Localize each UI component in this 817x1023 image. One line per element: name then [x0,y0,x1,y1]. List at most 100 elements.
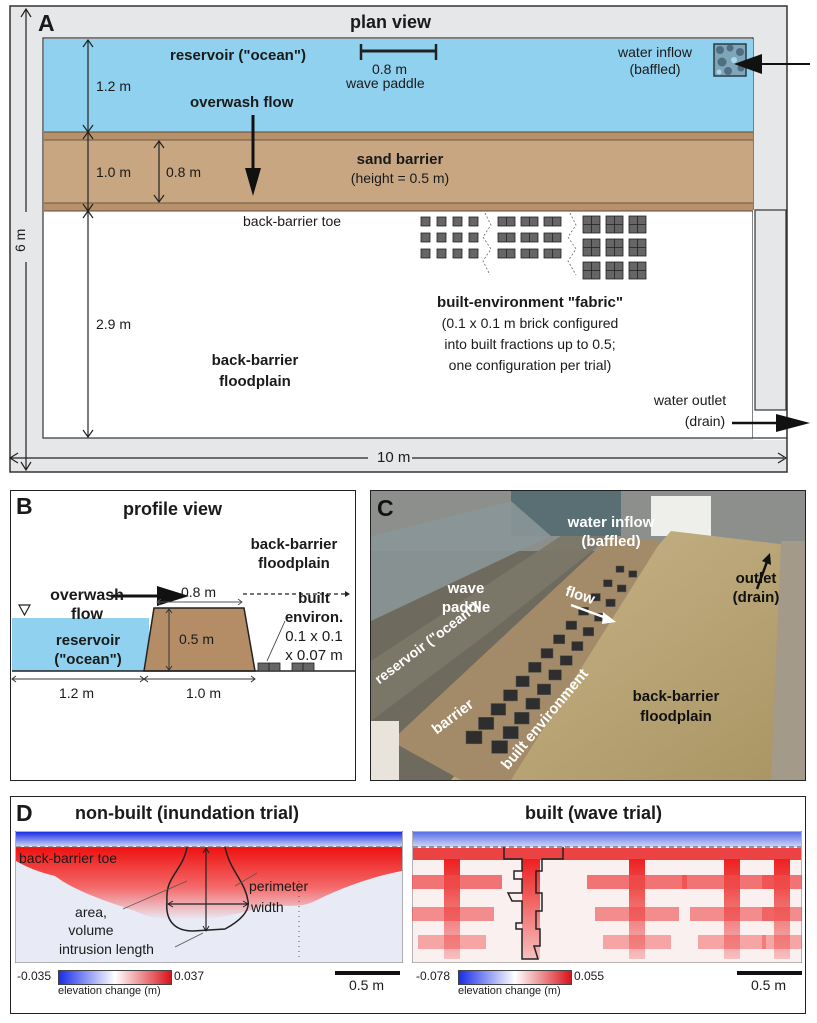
water-outlet-line1: water outlet [653,392,727,408]
deposition-branch [603,935,671,949]
deposition-branch [682,875,782,889]
dim-reservoir-label: 1.2 m [96,78,132,94]
dim-total-width-label: 6 m [12,228,28,252]
right-elevation-map [412,831,802,963]
deposition-branch [762,907,802,921]
photo-brick [571,641,584,651]
photo-outlet-arrow [755,558,770,590]
photo-brick [515,675,530,687]
photo-wave-line1: wave [447,580,485,597]
photo-floodplain-label: back-barrier floodplain [616,687,736,727]
profile-diagram [11,586,355,683]
deposition-fingers [412,859,802,959]
left-scale-bar [335,971,400,975]
panel-a-title: plan view [350,12,432,32]
flume-photo [371,491,805,780]
profile-barrier-height: 0.5 m [179,631,215,647]
photo-brick [528,662,542,673]
dim-barrier-label: 1.0 m [96,164,132,180]
photo-brick [548,669,562,681]
brick-single [452,232,463,243]
toe-label: back-barrier toe [19,850,118,866]
brick-fabric-configurations [420,212,647,280]
panel-d-elevation-maps: D non-built (inundation trial) built (wa… [10,796,806,1014]
photo-brick [490,703,506,716]
brick-single [468,232,479,243]
photo-brick [525,697,541,710]
overwash-flow-label: overwash flow [190,94,294,111]
fabric-title: built-environment "fabric" [437,294,623,311]
photo-brick [582,627,594,637]
deposition-branch [698,935,766,949]
right-colorbar [458,970,572,985]
right-cbar-min: -0.078 [416,969,451,983]
deposition-branch [412,907,494,921]
sand-barrier-height: (height = 0.5 m) [350,170,450,186]
dim-crest-label: 0.8 m [166,164,202,180]
deposition-branch [412,875,502,889]
panel-c-photo: C water inflow (baffled) wave paddle flo… [370,490,806,781]
built-dims-1: 0.1 x 0.1 [285,628,343,645]
photo-brick [540,648,554,659]
wave-paddle-length: 0.8 m [372,61,408,77]
area-line1: area, [75,904,107,920]
photo-brick [553,634,566,645]
back-barrier-toe-label: back-barrier toe [243,213,342,229]
profile-overwash-line2: flow [71,606,103,623]
brick-single [436,248,447,259]
right-deposition-band [413,848,801,860]
photo-brick [491,740,508,754]
deposition-stem [522,859,540,959]
width-label: width [251,899,284,915]
brick-single [436,216,447,227]
photo-whiteboard [651,496,711,536]
profile-floodplain-line2: floodplain [258,555,330,572]
photo-inflow-label: water inflow (baffled) [551,513,671,551]
fabric-desc-1: (0.1 x 0.1 m brick configured [441,315,619,331]
brick-single [468,216,479,227]
profile-crest-width: 0.8 m [181,584,217,600]
right-cbar-max: 0.055 [574,969,605,983]
water-inflow-line1: water inflow [618,44,692,60]
built-dims-2: x 0.07 m [285,647,343,664]
left-colorbar [58,970,172,985]
left-cbar-max: 0.037 [174,969,205,983]
water-level-icon [17,604,32,617]
panel-letter-a: A [38,10,55,36]
built-environ-label: built environ. 0.1 x 0.1 x 0.07 m [273,589,355,665]
photo-outlet-line2: (drain) [732,589,780,606]
area-volume-label: area, volume [61,903,121,939]
profile-overwash-label: overwash flow [37,586,137,624]
profile-reservoir-label: reservoir ("ocean") [33,631,143,669]
water-inflow-label: water inflow (baffled) [600,44,710,78]
brick-single [468,248,479,259]
photo-brick [465,730,483,745]
brick-single [420,232,431,243]
deposition-branch [762,935,802,949]
panel-letter-d: D [16,800,33,826]
photo-brick [559,655,573,666]
deposition-branch [762,875,802,889]
photo-brick [502,726,519,739]
photo-brick [514,712,530,725]
photo-brick [478,717,495,730]
photo-inflow-line2: (baffled) [581,533,641,550]
profile-floodplain-line1: back-barrier [250,536,338,553]
sand-barrier-label: sand barrier (height = 0.5 m) [300,150,500,188]
photo-brick [617,584,627,593]
photo-bricks [465,565,638,754]
right-map-title: built (wave trial) [525,803,663,823]
intrusion-length-label: intrusion length [59,941,154,957]
profile-barrier-base: 1.0 m [186,685,222,701]
photo-floodplain-line2: floodplain [640,708,712,725]
area-line2: volume [68,922,114,938]
profile-overwash-line1: overwash [50,587,124,604]
left-cbar-min: -0.035 [17,969,52,983]
erosion-zone [16,832,402,846]
reservoir-zone [44,39,753,132]
profile-floodplain-label: back-barrier floodplain [239,535,349,573]
right-cbar-label: elevation change (m) [458,985,561,997]
water-outlet-line2: (drain) [684,413,726,429]
photo-outlet-label: outlet (drain) [721,569,791,607]
inflow-baffle-icon [713,43,747,77]
